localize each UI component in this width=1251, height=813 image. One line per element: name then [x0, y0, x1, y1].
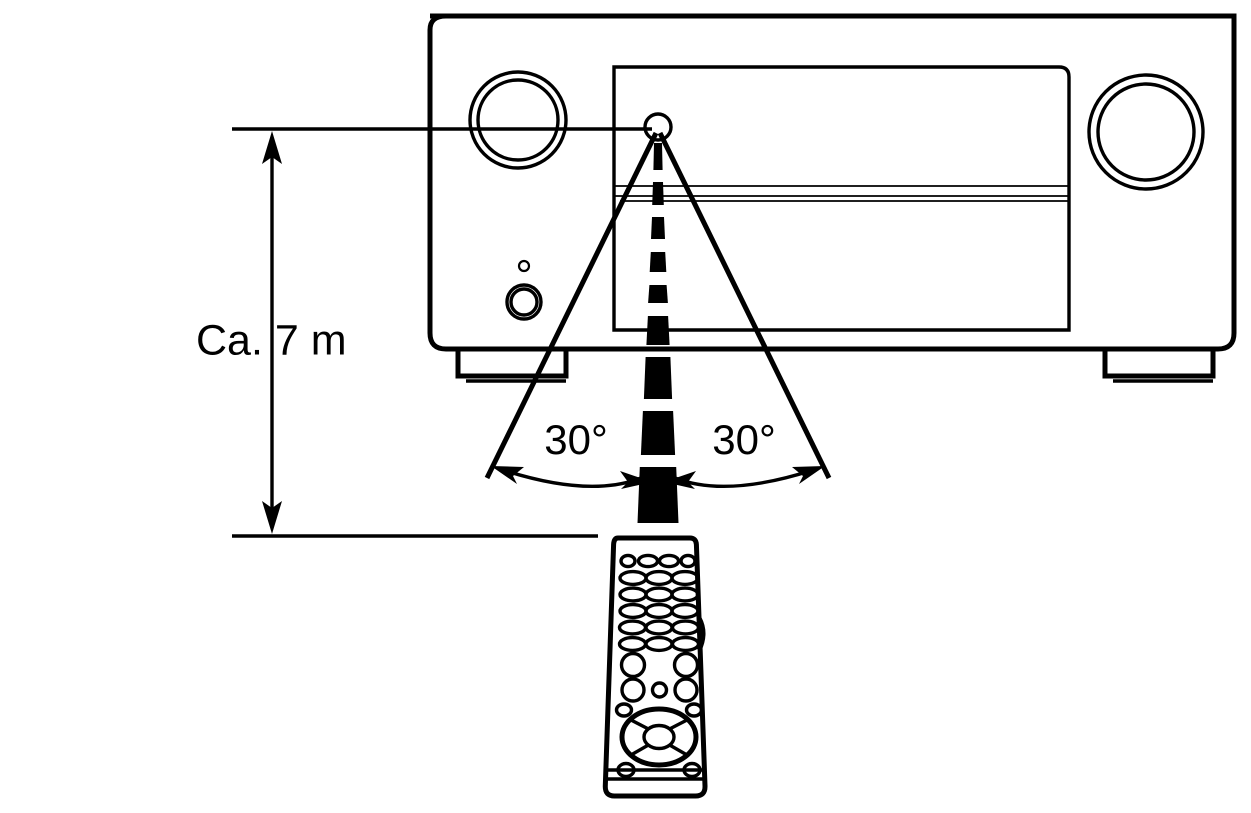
front-display-panel	[612, 65, 1071, 332]
angle-arrow-left-inner	[620, 471, 652, 489]
remote-body-outline	[602, 535, 708, 799]
dimension-ca-7m: Ca. 7 m	[196, 127, 652, 538]
angle-indicators: 30° 30°	[491, 416, 825, 489]
power-button[interactable]	[505, 283, 543, 321]
angle-arrow-left-outer	[491, 466, 524, 484]
selector-knob[interactable]	[468, 70, 568, 170]
cone-edge-right	[657, 131, 832, 480]
foot-left	[455, 347, 569, 383]
ir-cone	[484, 131, 832, 480]
ir-sensor	[643, 112, 673, 142]
remote-dpad-top-flanks[interactable]	[614, 702, 704, 718]
foot-right	[1102, 347, 1216, 383]
power-indicator-led	[517, 259, 531, 273]
remote-dpad-bottom-flanks[interactable]	[616, 761, 702, 779]
angle-arrow-right-inner	[664, 471, 696, 489]
av-receiver	[427, 13, 1237, 383]
cone-edge-left	[484, 131, 659, 480]
volume-knob[interactable]	[1087, 73, 1205, 191]
navigation-dpad[interactable]	[619, 706, 699, 768]
ir-beam	[637, 143, 679, 523]
remote-round-trio[interactable]	[620, 677, 699, 703]
receiver-chassis	[427, 13, 1237, 352]
angle-arc-left	[502, 468, 642, 489]
angle-label-right: 30°	[712, 416, 776, 463]
angle-arrow-right-outer	[792, 466, 825, 484]
distance-label: Ca. 7 m	[196, 316, 347, 364]
angle-label-left: 30°	[544, 416, 608, 463]
arrowhead-up	[262, 131, 282, 164]
remote-row-power[interactable]	[619, 553, 697, 569]
angle-arc-right	[674, 468, 814, 489]
remote-control-rendered	[598, 530, 712, 813]
remote-source-rows[interactable]	[617, 569, 701, 653]
remote-large-round-pair[interactable]	[619, 651, 700, 679]
arrowhead-down	[262, 501, 282, 534]
